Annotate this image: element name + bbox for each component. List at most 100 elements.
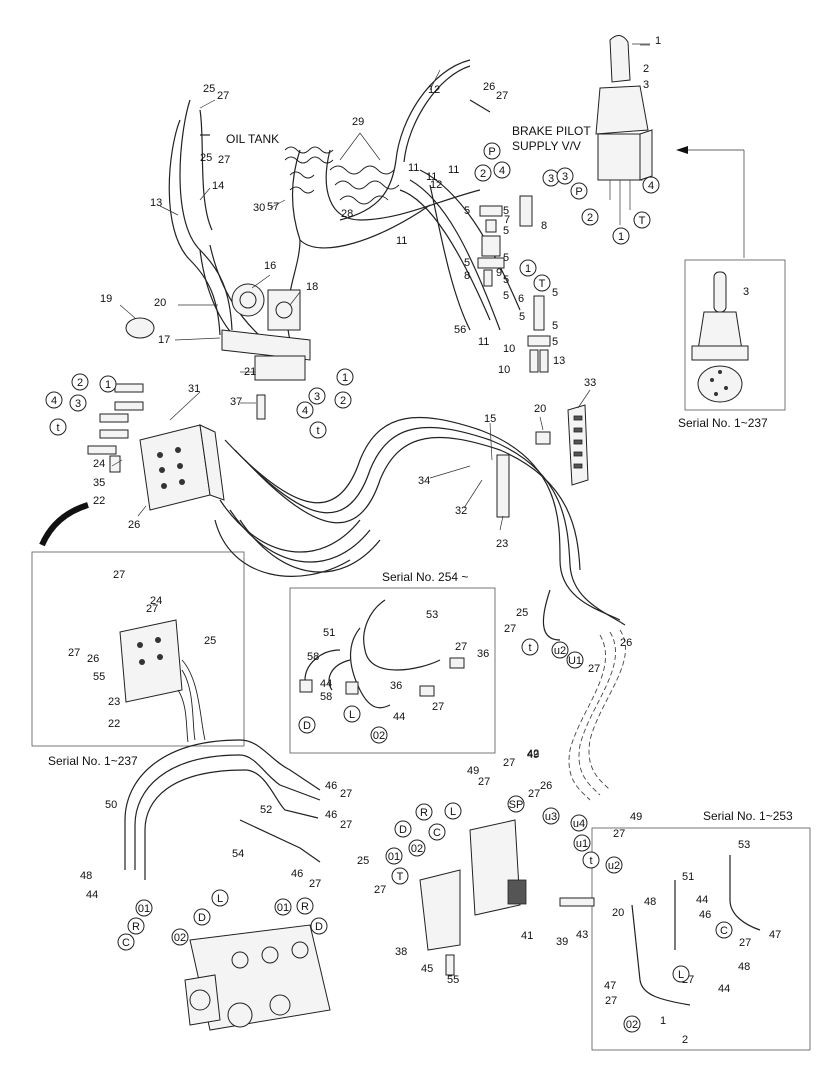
part-callout: 20 [534, 403, 546, 415]
svg-text:T: T [639, 215, 646, 227]
svg-text:4: 4 [499, 165, 505, 177]
svg-text:01: 01 [138, 903, 150, 915]
part-callout: 27 [528, 788, 540, 800]
part-callout: 35 [93, 477, 105, 489]
part-callout: 27 [340, 819, 352, 831]
part-callout: 57 [267, 201, 279, 213]
part-callout: 41 [521, 930, 533, 942]
svg-text:T: T [397, 871, 404, 883]
part-callout: 31 [188, 383, 200, 395]
detail-frame-serial-1-253 [591, 827, 811, 1051]
part-callout: 50 [105, 799, 117, 811]
svg-text:3: 3 [75, 398, 81, 410]
part-callout: 37 [230, 396, 242, 408]
part-callout: 24 [93, 458, 105, 470]
svg-text:C: C [122, 937, 130, 949]
part-callout: 39 [556, 936, 568, 948]
svg-text:D: D [198, 912, 206, 924]
port-label-bubble: 2 [474, 164, 492, 182]
part-callout: 16 [264, 260, 276, 272]
port-label-bubble: SP [507, 795, 525, 813]
part-callout: 58 [320, 691, 332, 703]
svg-text:t: t [316, 425, 319, 437]
part-callout: 53 [738, 839, 750, 851]
part-callout: 11 [426, 171, 437, 183]
part-callout: 5 [464, 257, 470, 269]
hoses-50-52-54 [124, 739, 321, 880]
spacer-tube [535, 431, 551, 445]
svg-text:3: 3 [562, 171, 568, 183]
part-callout: 27 [455, 641, 467, 653]
hose-support-bracket [496, 454, 510, 518]
terminal-block [567, 404, 589, 486]
svg-text:t: t [589, 855, 592, 867]
part-callout: 44 [86, 889, 98, 901]
port-label-bubble: u4 [570, 814, 588, 832]
svg-text:C: C [433, 827, 441, 839]
port-label-bubble: 02 [370, 726, 388, 744]
port-label-bubble: L [211, 889, 229, 907]
port-label-bubble: C [715, 921, 733, 939]
port-label-bubble: 3 [542, 169, 560, 187]
part-callout: 25 [516, 607, 528, 619]
port-label-bubble: D [394, 820, 412, 838]
part-callout: 26 [483, 81, 495, 93]
part-callout: 27 [217, 90, 229, 102]
port-label-bubble: t [521, 638, 539, 656]
part-callout: 27 [340, 788, 352, 800]
part-callout: 7 [504, 214, 510, 226]
port-label-bubble: 2 [71, 373, 89, 391]
part-callout: 27 [113, 569, 125, 581]
port-label-bubble: u2 [551, 641, 569, 659]
part-callout: 55 [93, 671, 105, 683]
part-callout: 12 [430, 179, 442, 191]
svg-text:4: 4 [51, 395, 57, 407]
part-callout: 5 [503, 225, 509, 237]
detail-pointer-arrow [39, 502, 89, 547]
pilot-manifold-block [139, 424, 225, 511]
port-label-bubble: 4 [296, 401, 314, 419]
port-label-bubble: u1 [573, 834, 591, 852]
part-callout: 27 [503, 757, 515, 769]
brake-pilot-label-1: BRAKE PILOT [512, 124, 591, 138]
part-callout: 13 [150, 197, 162, 209]
part-callout: 1 [660, 1015, 666, 1027]
port-label-bubble: D [298, 716, 316, 734]
svg-text:D: D [315, 921, 323, 933]
part-callout: 5 [552, 336, 558, 348]
part-callout: 51 [682, 871, 694, 883]
detail-frame-serial-1-237-joystick [684, 259, 786, 411]
part-callout: 11 [448, 164, 459, 176]
part-callout: 46 [325, 809, 337, 821]
part-callout: 27 [739, 937, 751, 949]
port-label-bubble: 3 [308, 387, 326, 405]
svg-text:u2: u2 [554, 645, 566, 657]
part-callout: 19 [100, 293, 112, 305]
part-callout: 58 [307, 651, 319, 663]
port-label-bubble: U1 [566, 651, 584, 669]
svg-text:R: R [132, 921, 140, 933]
svg-text:P: P [488, 146, 495, 158]
svg-text:2: 2 [340, 395, 346, 407]
svg-text:1: 1 [525, 263, 531, 275]
port-label-bubble: t [49, 418, 67, 436]
protective-spring-coils [284, 146, 400, 205]
part-callout: 5 [503, 252, 509, 264]
svg-text:t: t [56, 422, 59, 434]
part-callout: 15 [484, 413, 496, 425]
part-callout: 47 [604, 980, 616, 992]
part-callout: 46 [699, 909, 711, 921]
part-callout: 18 [306, 281, 318, 293]
manifold-block-detail [119, 619, 206, 743]
part-callout: 8 [541, 220, 547, 232]
part-callout: 25 [203, 83, 215, 95]
part-callout: 24 [150, 595, 162, 607]
part-callout: 1 [655, 35, 661, 47]
selector-valve-block [419, 819, 595, 976]
port-label-bubble: D [310, 917, 328, 935]
svg-text:u4: u4 [573, 818, 585, 830]
part-callout: 27 [146, 603, 158, 615]
serial-note-1-253: Serial No. 1~253 [703, 809, 793, 823]
svg-text:1: 1 [342, 372, 348, 384]
part-callout: 26 [87, 653, 99, 665]
